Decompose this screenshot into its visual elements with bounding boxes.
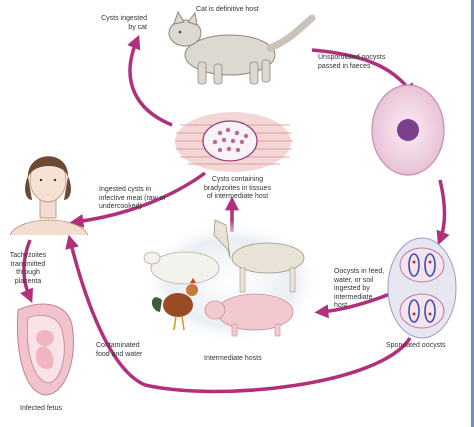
label-intermediate-hosts: Intermediate hosts [204,355,262,362]
arrow-cyst-to-cat [127,34,173,127]
label-infected-fetus: Infected fetus [20,405,63,412]
human-illustration [9,156,89,236]
label-oocysts-ingested: Oocysts in feed, water, or soil ingested… [334,268,385,309]
tissue-cyst [175,112,293,172]
arrow-human-to-fetus [20,239,33,304]
intermediate-hosts-illustration [142,219,322,344]
label-contaminated-food: Contaminated food and water [96,342,143,358]
arrow-oocyst-to-sporulated [436,179,450,246]
label-tachyzoites-placenta: Tachyzoites transmitted through placenta [9,252,47,285]
cat-illustration [168,10,316,85]
arrow-sporulated-to-human [65,234,412,394]
label-ingested-cysts-meat: Ingested cysts in infective meat (raw or… [99,186,166,210]
label-cat-definitive-host: Cat is definitive host [196,6,259,13]
sporulated-oocysts [387,237,457,339]
arrow-cyst-to-human [69,171,207,228]
label-cysts-bradyzoites: Cysts containing bradyzoites in tissues … [204,176,271,200]
label-unsporulated-oocysts: Unsporulated oocysts passed in faeces [318,54,386,70]
label-sporulated-oocysts: Sporulated oocysts [386,342,446,349]
infected-fetus-illustration [17,303,74,396]
unsporulated-oocyst [371,84,445,176]
label-cysts-ingested-by-cat: Cysts ingested by cat [101,15,147,31]
